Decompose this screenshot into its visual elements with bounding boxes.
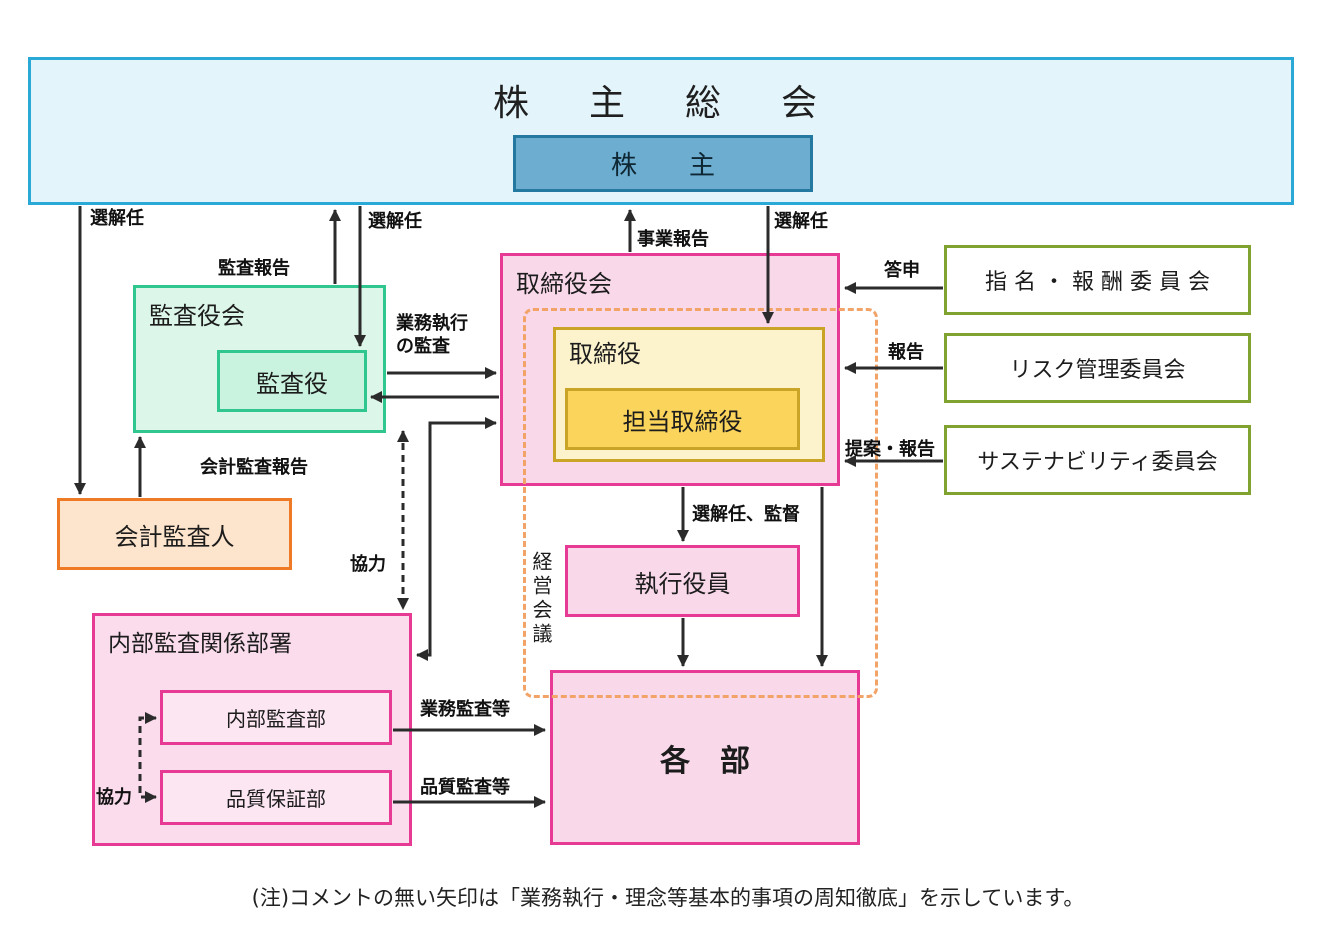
node-each-department: 各 部 (550, 670, 860, 845)
node-internal-audit-dept: 内部監査部 (160, 690, 392, 745)
sustainability-committee-label: サステナビリティ委員会 (977, 450, 1218, 475)
label-appoint-dismiss-auditors: 選解任 (368, 211, 422, 232)
label-proposal-report: 提案・報告 (845, 439, 935, 460)
label-accounting-audit-report: 会計監査報告 (200, 457, 308, 478)
board-of-directors-label: 取締役会 (516, 270, 612, 298)
accounting-auditor-label: 会計監査人 (114, 522, 235, 551)
executive-officers-label: 執行役員 (634, 569, 731, 598)
shareholders-meeting-label: 株 主 総 会 (492, 83, 829, 124)
shareholders-label: 株 主 (610, 151, 715, 181)
label-business-report: 事業報告 (637, 229, 709, 250)
label-cooperation-bottom: 協力 (96, 787, 132, 808)
label-business-audit: 業務監査等 (420, 699, 510, 720)
label-appoint-dismiss-accounting: 選解任 (90, 208, 144, 229)
node-directors-in-charge: 担当取締役 (565, 388, 800, 450)
node-sustainability-committee: サステナビリティ委員会 (944, 425, 1251, 495)
each-department-label: 各 部 (660, 743, 750, 779)
internal-audit-dept-label: 内部監査部 (226, 707, 326, 731)
directors-in-charge-label: 担当取締役 (622, 407, 743, 436)
management-meeting-label: 経営会議 (529, 551, 553, 647)
node-executive-officers: 執行役員 (565, 545, 800, 617)
label-risk-report: 報告 (888, 342, 924, 363)
auditors-label: 監査役 (256, 369, 328, 398)
label-appoint-dismiss-directors: 選解任 (774, 211, 828, 232)
label-quality-audit: 品質監査等 (420, 777, 510, 798)
label-cooperation-mid: 協力 (350, 554, 386, 575)
audit-board-label: 監査役会 (149, 302, 245, 330)
node-shareholders: 株 主 (513, 135, 813, 192)
label-audit-report: 監査報告 (218, 258, 290, 279)
risk-management-committee-label: リスク管理委員会 (1009, 358, 1186, 383)
node-auditors: 監査役 (217, 350, 367, 412)
node-quality-assurance-dept: 品質保証部 (160, 770, 392, 825)
arrow-internal-audit-board-link (416, 417, 497, 661)
label-business-execution-audit: 業務執行 の監査 (396, 313, 468, 358)
quality-assurance-dept-label: 品質保証部 (226, 787, 326, 811)
directors-label: 取締役 (569, 340, 641, 368)
nomination-compensation-committee-label: 指 名 ・ 報 酬 委 員 会 (985, 270, 1210, 295)
label-appoint-dismiss-supervise: 選解任、監督 (692, 504, 800, 525)
label-advisory-report: 答申 (884, 260, 920, 281)
node-risk-management-committee: リスク管理委員会 (944, 333, 1251, 403)
node-accounting-auditor: 会計監査人 (57, 498, 292, 570)
management-meeting-group (523, 308, 878, 698)
footnote: (注)コメントの無い矢印は「業務執行・理念等基本的事項の周知徹底」を示しています… (251, 886, 1085, 910)
node-nomination-compensation-committee: 指 名 ・ 報 酬 委 員 会 (944, 245, 1251, 315)
internal-audit-departments-label: 内部監査関係部署 (108, 631, 292, 657)
